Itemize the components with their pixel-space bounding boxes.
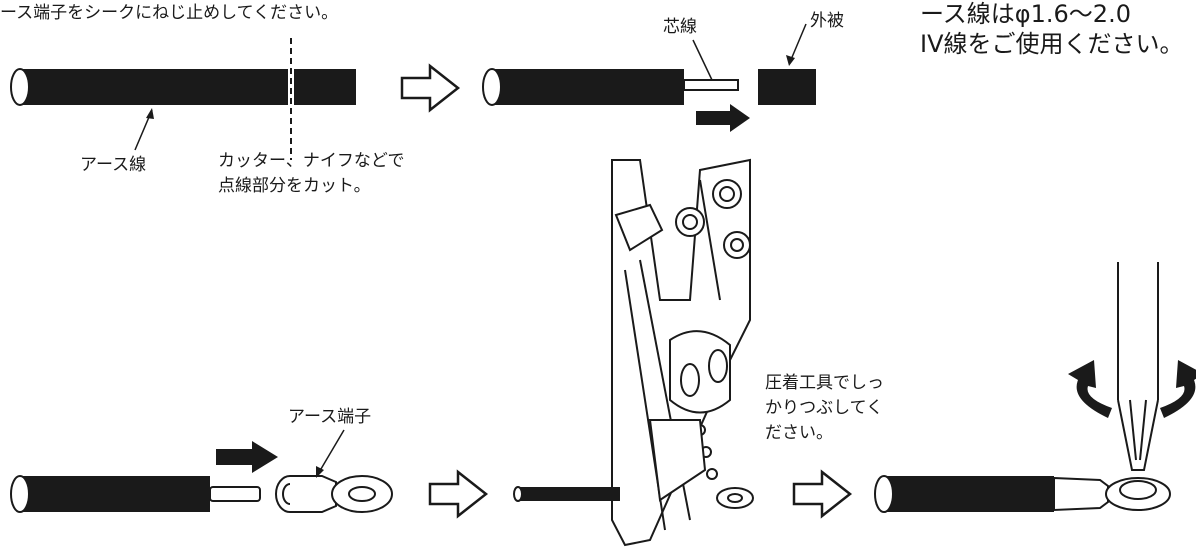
hollow-arrow-icon xyxy=(792,469,853,519)
header-note-right-line1: ース線はφ1.6～2.0 xyxy=(920,0,1131,28)
crimp-instruction-line3: ださい。 xyxy=(765,423,833,443)
earth-wire-leader-tip xyxy=(146,108,154,119)
sheath-label: 外被 xyxy=(810,11,844,31)
cut-instruction-line2: 点線部分をカット。 xyxy=(218,176,371,196)
core-wire-label: 芯線 xyxy=(663,17,697,37)
hollow-arrow-icon xyxy=(400,63,461,113)
solid-arrow-icon xyxy=(696,104,750,132)
sheath-leader-tip xyxy=(786,55,795,66)
hollow-arrow-icon xyxy=(428,469,489,519)
sheath-leader xyxy=(789,23,807,63)
earth-terminal-icon xyxy=(275,475,393,513)
crimping-tool-icon xyxy=(611,158,751,547)
earth-wire-uncut xyxy=(10,38,356,160)
screwdriver-icon xyxy=(1117,262,1159,471)
earth-terminal-label: アース端子 xyxy=(288,407,372,427)
earth-wire-stripped xyxy=(482,68,816,106)
crimp-instruction-line1: 圧着工具でしっ xyxy=(765,373,884,393)
earth-wire-crimped xyxy=(874,475,1171,513)
cut-instruction-line1: カッター、ナイフなどで xyxy=(218,151,405,171)
crimp-instruction-line2: かりつぶしてく xyxy=(765,398,884,418)
rotation-arrow-icon xyxy=(1068,360,1196,418)
earth-wire-in-tool xyxy=(513,486,754,509)
solid-arrow-icon xyxy=(216,441,278,473)
header-instruction-left: ース端子をシークにねじ止めしてください。 xyxy=(0,3,339,23)
earth-terminal-leader xyxy=(317,429,345,475)
core-wire-leader xyxy=(692,39,713,81)
header-note-right-line2: IV線をご使用ください。 xyxy=(920,30,1184,58)
earth-wire-with-core xyxy=(10,475,261,513)
earth-wire-label: アース線 xyxy=(80,155,147,175)
earth-terminal-leader-tip xyxy=(316,466,324,478)
